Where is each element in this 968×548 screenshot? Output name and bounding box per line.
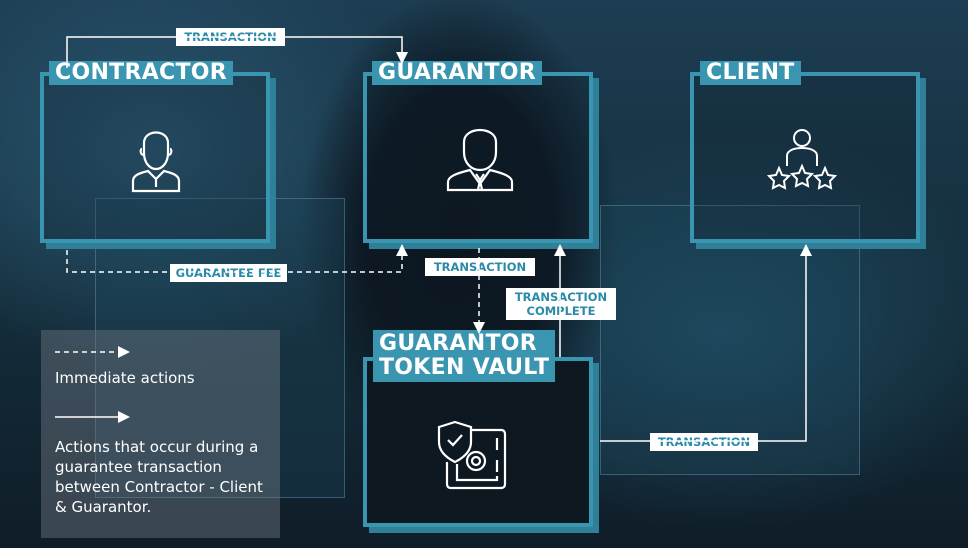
client-rating-stars-icon: [767, 129, 837, 190]
label-guarantor-vault: TRANSACTION: [425, 258, 535, 276]
client-node: [690, 72, 920, 243]
token-vault-title-line2: TOKEN VAULT: [379, 355, 550, 380]
legend-panel: [41, 330, 280, 538]
token-vault-title-line1: GUARANTOR: [379, 331, 537, 356]
background-monitor: [95, 198, 345, 498]
legend-dashed-text: Immediate actions: [55, 369, 195, 387]
guarantor-title: GUARANTOR: [372, 61, 542, 85]
label-transaction-complete-line1: TRANSACTION: [514, 290, 608, 304]
guarantor-node: [363, 72, 593, 243]
label-transaction-complete: TRANSACTION COMPLETE: [506, 288, 616, 320]
client-title: CLIENT: [700, 61, 801, 85]
guarantor-businessman-icon: [446, 128, 514, 192]
vault-safe-shield-icon: [437, 420, 507, 490]
label-transaction-complete-line2: COMPLETE: [526, 304, 596, 318]
label-guarantee-fee: GUARANTEE FEE: [170, 264, 287, 282]
edge-contractor-guarantor: [66, 36, 408, 68]
edge-guarantee-fee: [66, 244, 408, 273]
token-vault-title: GUARANTOR TOKEN VAULT: [373, 330, 556, 382]
label-vault-client: TRANSACTION: [650, 433, 758, 451]
edge-vault-client: [600, 244, 812, 442]
background-monitor: [600, 205, 860, 475]
legend-solid-text: Actions that occur during a guarantee tr…: [55, 438, 263, 516]
contractor-title: CONTRACTOR: [49, 61, 234, 85]
contractor-node: [40, 72, 270, 243]
contractor-person-icon: [131, 131, 181, 193]
